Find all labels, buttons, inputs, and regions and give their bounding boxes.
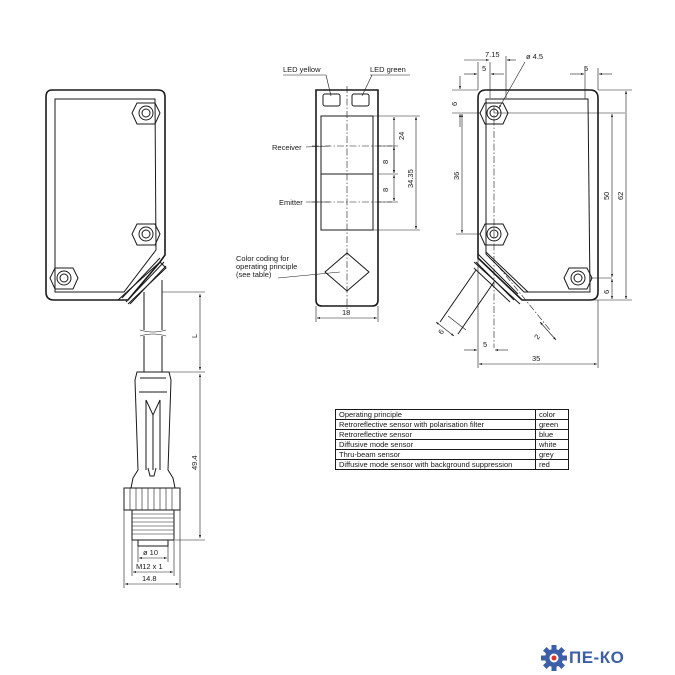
label-receiver: Receiver [272,143,302,152]
table-cell-color: grey [535,449,569,460]
table-cell-color: white [535,439,569,450]
dim-34-35: 34.35 [406,169,415,188]
dim-14-8: 14.8 [142,574,157,583]
label-color-coding-1: Color coding for [236,254,289,263]
table-row: Retroreflective sensor with polarisation… [335,419,569,430]
dim-35: 35 [532,354,540,363]
sensor-rear-view [439,89,599,348]
table-header-row: Operating principle color [335,409,569,420]
table-row: Diffusive mode sensor with background su… [335,459,569,470]
table-row: Thru-beam sensor grey [335,449,569,460]
label-emitter: Emitter [279,198,303,207]
sensor-side-view [45,89,181,547]
operating-principle-table: Operating principle color Retroreflectiv… [335,409,569,470]
dim-8b: 8 [381,188,390,192]
dim-5-top: 5 [482,64,486,73]
middle-labels: LED yellow LED green Receiver Emitter Co… [236,65,410,279]
table-row: Diffusive mode sensor white [335,439,569,450]
label-led-green: LED green [370,65,406,74]
dim-49-4: 49.4 [190,455,199,470]
mount-hole-top [131,102,161,125]
sensor-front-view [312,86,392,312]
table-cell-principle: Diffusive mode sensor with background su… [335,459,536,470]
dim-18: 18 [342,308,350,317]
dim-36: 36 [452,172,461,180]
dim-m12-thread: M12 x 1 [136,562,163,571]
dim-diameter-10: ø 10 [143,548,158,557]
right-dimensions: 7.15 5 ø 4.5 5 6 36 50 62 6 5 35 6 [435,50,632,368]
table-header-principle: Operating principle [335,409,536,420]
dim-7-15: 7.15 [485,50,500,59]
dim-8a: 8 [381,160,390,164]
table-cell-principle: Diffusive mode sensor [335,439,536,450]
table-row: Retroreflective sensor blue [335,429,569,440]
left-dimensions: L 49.4 ø 10 M12 x 1 14.8 [123,291,205,588]
dim-hole-diameter: ø 4.5 [526,52,543,61]
middle-dimensions: 24 8 8 34.35 18 [315,115,420,322]
dim-6-bottom: 6 [602,290,611,294]
table-cell-principle: Thru-beam sensor [335,449,536,460]
dim-62: 62 [616,192,625,200]
company-logo: ПЕ-КО [566,644,624,672]
dim-cable-length: L [190,334,199,338]
table-cell-color: green [535,419,569,430]
table-header-color: color [535,409,569,420]
table-cell-principle: Retroreflective sensor [335,429,536,440]
led-yellow-window [322,93,341,107]
table-cell-principle: Retroreflective sensor with polarisation… [335,419,536,430]
gear-icon [541,645,567,671]
mount-hole-middle [131,223,161,246]
dim-2: 2 [532,333,542,342]
label-color-coding-2: operating principle [236,262,297,271]
led-green-window [351,93,370,107]
dim-6-cable: 6 [436,328,446,337]
dim-24: 24 [397,132,406,140]
table-cell-color: blue [535,429,569,440]
dim-50: 50 [602,192,611,200]
dim-5-right: 5 [584,64,588,73]
mount-hole-bottom [49,267,79,290]
dim-6-top: 6 [450,102,459,106]
rear-hole-bottom [563,267,593,290]
logo-text: ПЕ-КО [569,648,625,667]
dim-5-bottom: 5 [483,340,487,349]
table-cell-color: red [535,459,569,470]
label-color-coding-3: (see table) [236,270,272,279]
label-led-yellow: LED yellow [283,65,321,74]
